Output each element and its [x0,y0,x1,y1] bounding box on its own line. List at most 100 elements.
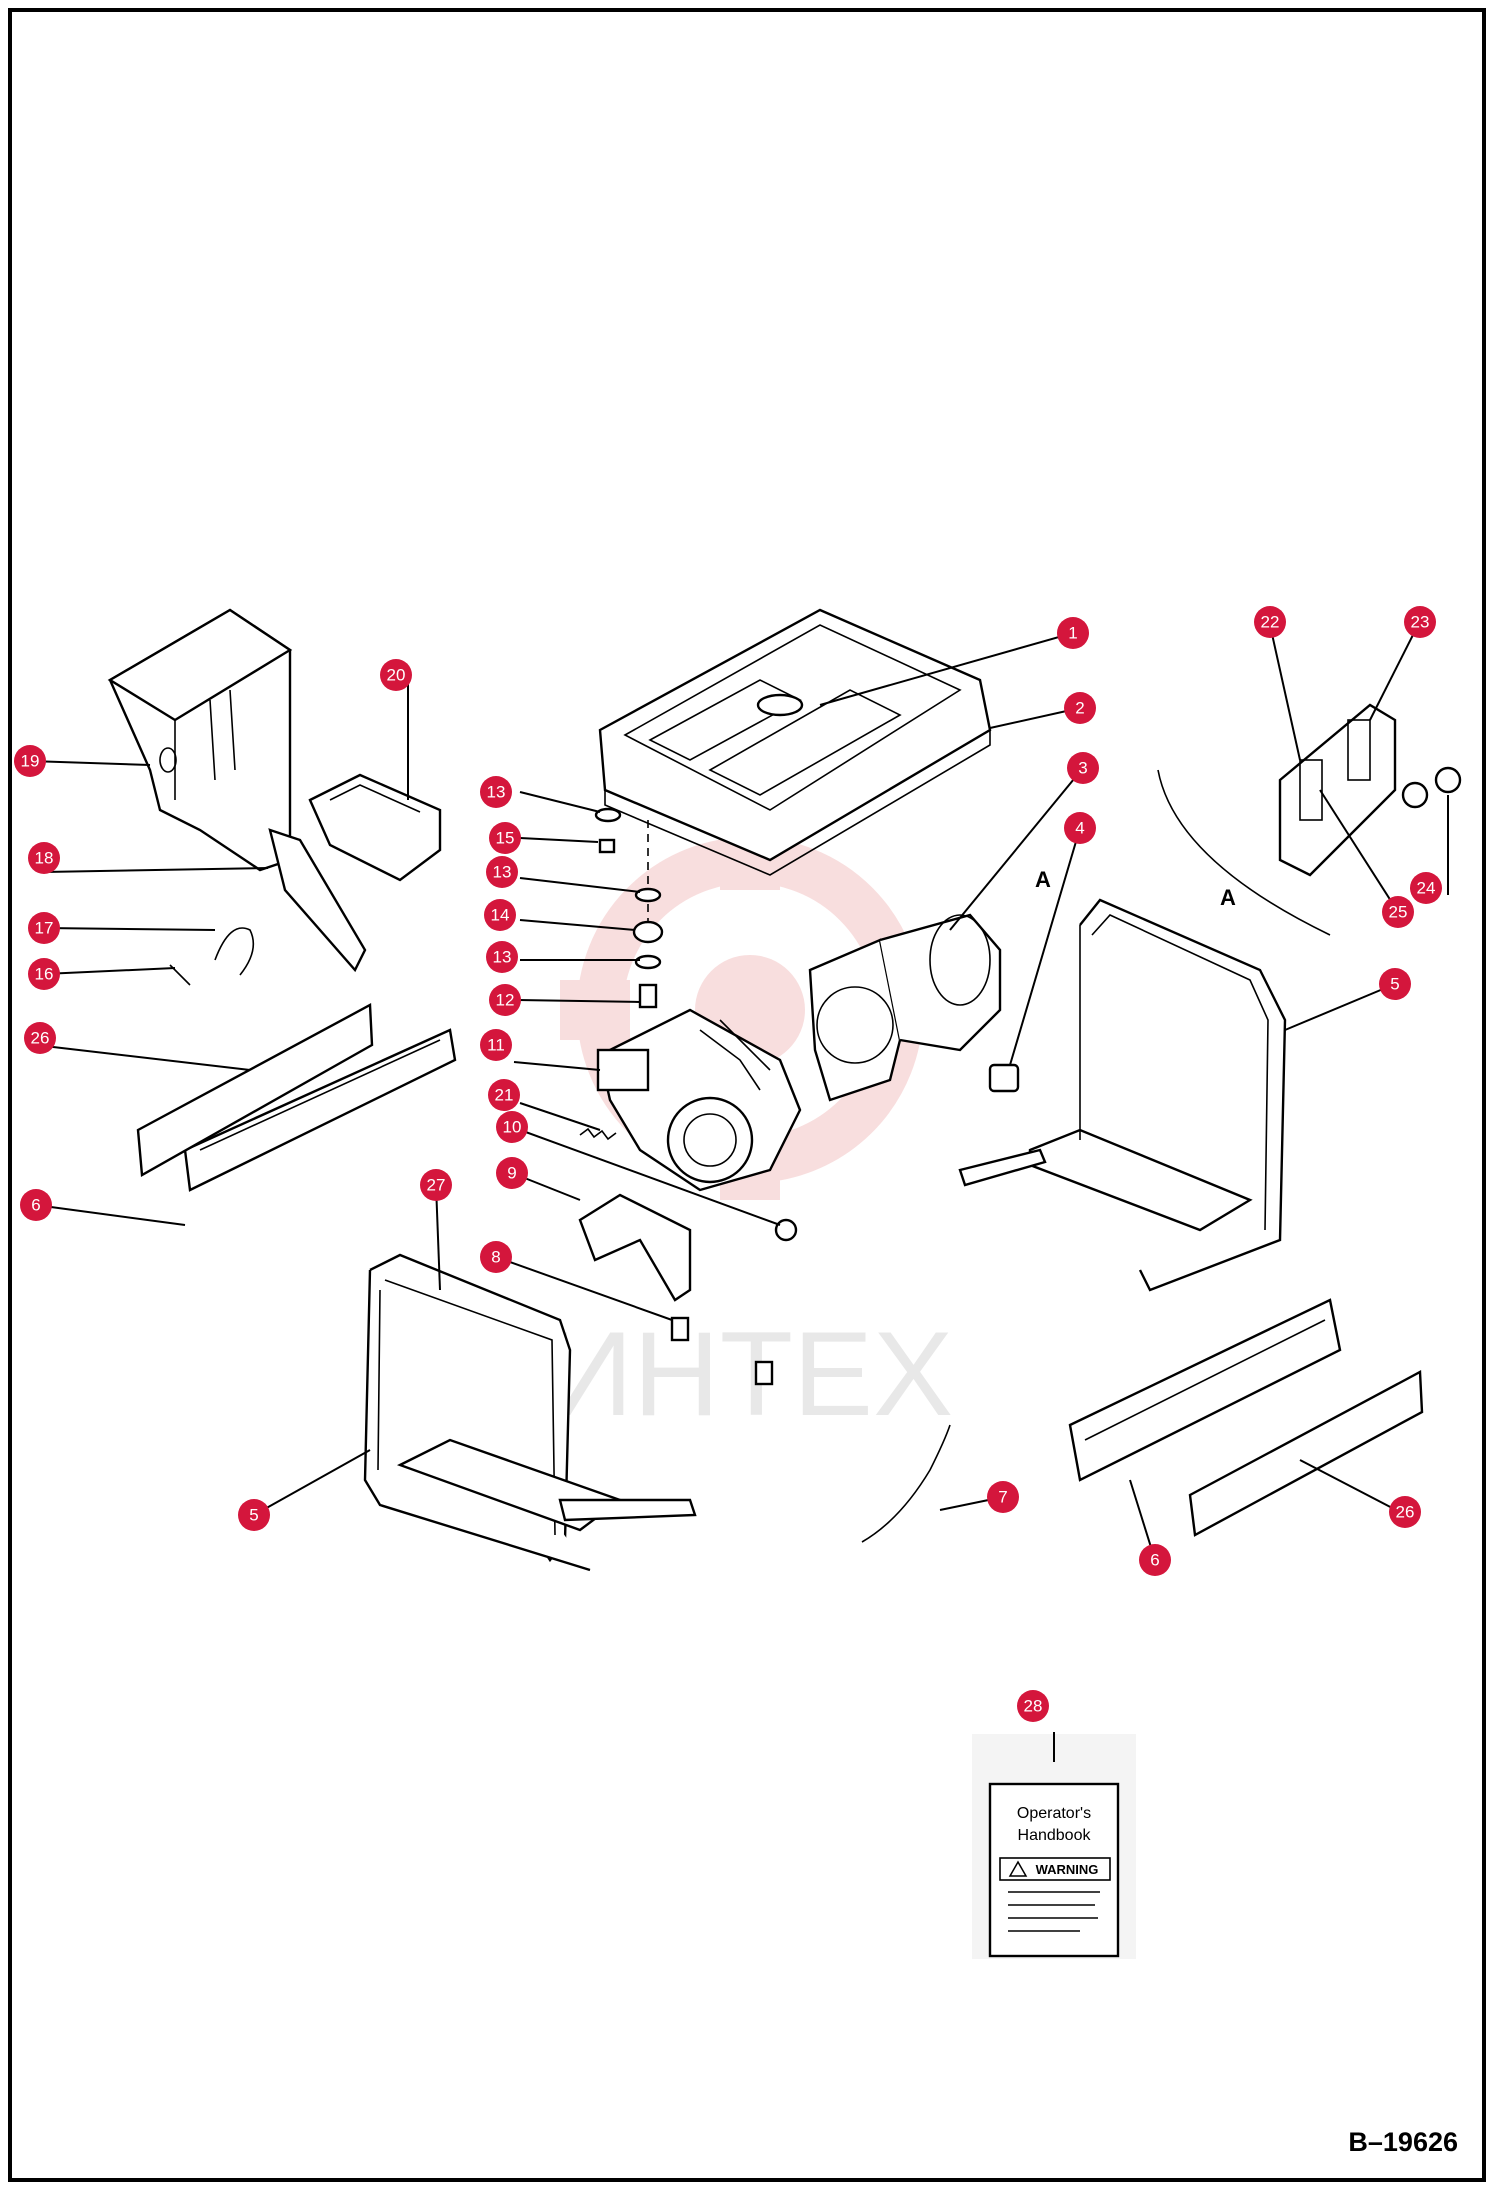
warning-triangle-icon [1008,1860,1028,1877]
alternator-part [808,913,1002,1102]
callout-6-right: 6 [1139,1544,1171,1576]
callout-label-20: 20 [387,666,406,685]
handbook-warning: WARNING [1036,1862,1099,1877]
callout-label-6b: 6 [1150,1551,1159,1570]
left-frame-part [363,1253,697,1572]
callout-label-27: 27 [427,1176,446,1195]
callout-5-left: 5 [238,1499,270,1531]
callout-15: 15 [489,822,521,854]
bracket-part-18 [268,828,367,973]
callout-26-right: 26 [1389,1496,1421,1528]
callout-6-left: 6 [20,1189,52,1221]
callout-22: 22 [1254,606,1286,638]
callout-label-9: 9 [507,1164,516,1183]
letter-callout-a-2: A [1220,885,1236,910]
engine-part [596,1008,802,1192]
ground-wire-part [861,1424,951,1543]
callout-label-23: 23 [1411,613,1430,632]
callout-7: 7 [987,1481,1019,1513]
engine-cover-part [598,608,992,876]
callout-19: 19 [14,745,46,777]
washer-stack-part [594,807,664,1009]
handbook-title-line1: Operator's [1017,1805,1091,1822]
callout-label-6a: 6 [31,1196,40,1215]
right-rail-part [1068,1298,1342,1482]
callout-27: 27 [420,1169,452,1201]
callout-label-4: 4 [1075,819,1084,838]
drawing-frame [8,8,1486,2182]
callout-13-a: 13 [480,776,512,808]
callout-8: 8 [480,1241,512,1273]
control-panel-part [1157,703,1462,936]
callout-24: 24 [1410,872,1442,904]
callout-label-5b: 5 [249,1506,258,1525]
callout-label-13a: 13 [487,783,506,802]
operators-handbook-part: Operator's Handbook WARNING [972,1732,1136,1959]
callout-5-right: 5 [1379,968,1411,1000]
callout-label-13b: 13 [493,863,512,882]
right-frame-part [958,898,1287,1292]
callout-label-18: 18 [35,849,54,868]
callout-label-13c: 13 [493,948,512,967]
drawing-number: B–19626 [1348,2127,1458,2157]
callout-label-17: 17 [35,919,54,938]
callout-label-26a: 26 [31,1029,50,1048]
callout-label-5a: 5 [1390,975,1399,994]
callout-label-3: 3 [1078,759,1087,778]
callout-23: 23 [1404,606,1436,638]
callout-label-11: 11 [487,1036,505,1055]
callout-4: 4 [1064,812,1096,844]
callout-20: 20 [380,659,412,691]
callouts: 1 2 3 4 5 5 6 6 7 8 9 10 11 12 13 13 13 … [14,606,1442,1722]
callout-label-12: 12 [496,991,515,1010]
leader-lines [29,624,1449,1561]
fitting-part-10 [774,1218,798,1242]
callout-14: 14 [484,899,516,931]
callout-17: 17 [28,912,60,944]
spring-part-21 [579,1127,617,1141]
callout-label-28: 28 [1024,1697,1043,1716]
callout-18: 18 [28,842,60,874]
callout-label-24: 24 [1417,879,1436,898]
handbook-title-line2: Handbook [1018,1827,1092,1844]
callout-label-26b: 26 [1396,1503,1415,1522]
callout-label-21: 21 [495,1086,514,1105]
left-decal-part [136,1003,374,1177]
right-decal-part [1188,1370,1424,1537]
fuel-tank-housing-part [107,608,293,872]
callout-2: 2 [1064,692,1096,724]
callout-label-15: 15 [496,829,515,848]
watermark-text: ИНТЕХ [547,1307,953,1441]
callout-label-22: 22 [1261,613,1280,632]
callout-12: 12 [489,984,521,1016]
callout-10: 10 [496,1111,528,1143]
callout-21: 21 [488,1079,520,1111]
callout-26-left: 26 [24,1022,56,1054]
callout-9: 9 [496,1157,528,1189]
callout-label-16: 16 [35,965,54,984]
callout-16: 16 [28,958,60,990]
bracket-part-9 [578,1193,692,1302]
callout-25: 25 [1382,896,1414,928]
callout-label-2: 2 [1075,699,1084,718]
callout-label-25: 25 [1389,903,1408,922]
callout-label-10: 10 [503,1118,522,1137]
callout-label-19: 19 [21,752,40,771]
callout-1: 1 [1057,617,1089,649]
callout-11: 11 [480,1029,512,1061]
letter-callout-a-1: A [1035,867,1051,892]
callout-28: 28 [1017,1690,1049,1722]
callout-13-c: 13 [486,941,518,973]
callout-label-14: 14 [491,906,510,925]
callout-label-8: 8 [491,1248,500,1267]
mount-part [988,1063,1020,1093]
mount-bolts-part [670,1316,774,1386]
fuel-tank-part [308,773,442,882]
callout-13-b: 13 [486,856,518,888]
callout-3: 3 [1067,752,1099,784]
left-rail-part [183,1028,457,1192]
hose-part-17 [214,927,255,976]
callout-label-7: 7 [998,1488,1007,1507]
callout-label-1: 1 [1068,624,1077,643]
